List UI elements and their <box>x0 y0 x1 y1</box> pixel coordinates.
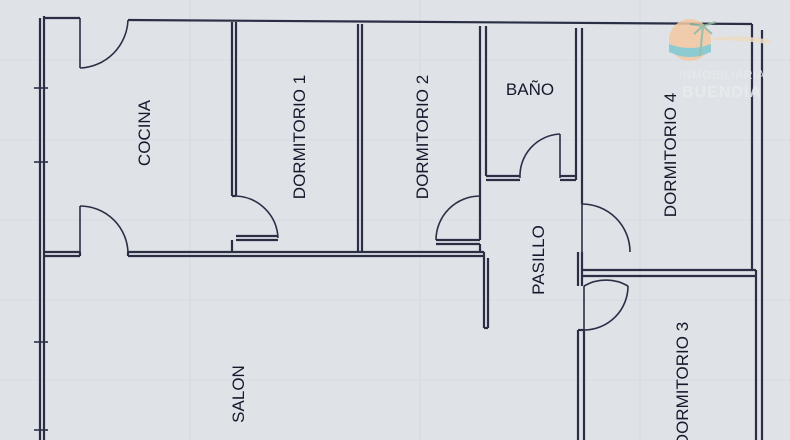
room-label-dormitorio-3: DORMITORIO 3 <box>673 322 692 440</box>
door-cocina-entry <box>79 18 129 69</box>
room-label-dormitorio-1: DORMITORIO 1 <box>290 75 309 199</box>
exterior-walls <box>38 16 764 440</box>
logo-palm-icon <box>689 21 717 57</box>
interior-walls <box>44 22 756 440</box>
watermark-line2: BUENDÍA <box>682 82 762 101</box>
watermark-logo: INMOBILIARIA BUENDÍA <box>669 19 774 101</box>
room-label-cocina: COCINA <box>135 99 154 166</box>
watermark-line1: INMOBILIARIA <box>679 68 766 82</box>
door-dormitorio-4 <box>581 203 631 253</box>
door-dormitorio-2 <box>435 195 481 241</box>
room-label-dormitorio-4: DORMITORIO 4 <box>661 93 680 217</box>
room-label-dormitorio-2: DORMITORIO 2 <box>413 75 432 199</box>
room-label-bano: BAÑO <box>506 80 554 99</box>
door-cocina-salon <box>79 205 129 255</box>
logo-swoosh-icon <box>712 36 774 44</box>
room-label-pasillo: PASILLO <box>529 225 548 295</box>
door-dormitorio-3 <box>583 279 629 331</box>
wall-ticks <box>34 87 48 431</box>
doors <box>79 18 631 331</box>
door-dormitorio-1 <box>235 195 279 239</box>
door-bano <box>519 133 561 179</box>
room-label-salon: SALON <box>229 365 248 423</box>
